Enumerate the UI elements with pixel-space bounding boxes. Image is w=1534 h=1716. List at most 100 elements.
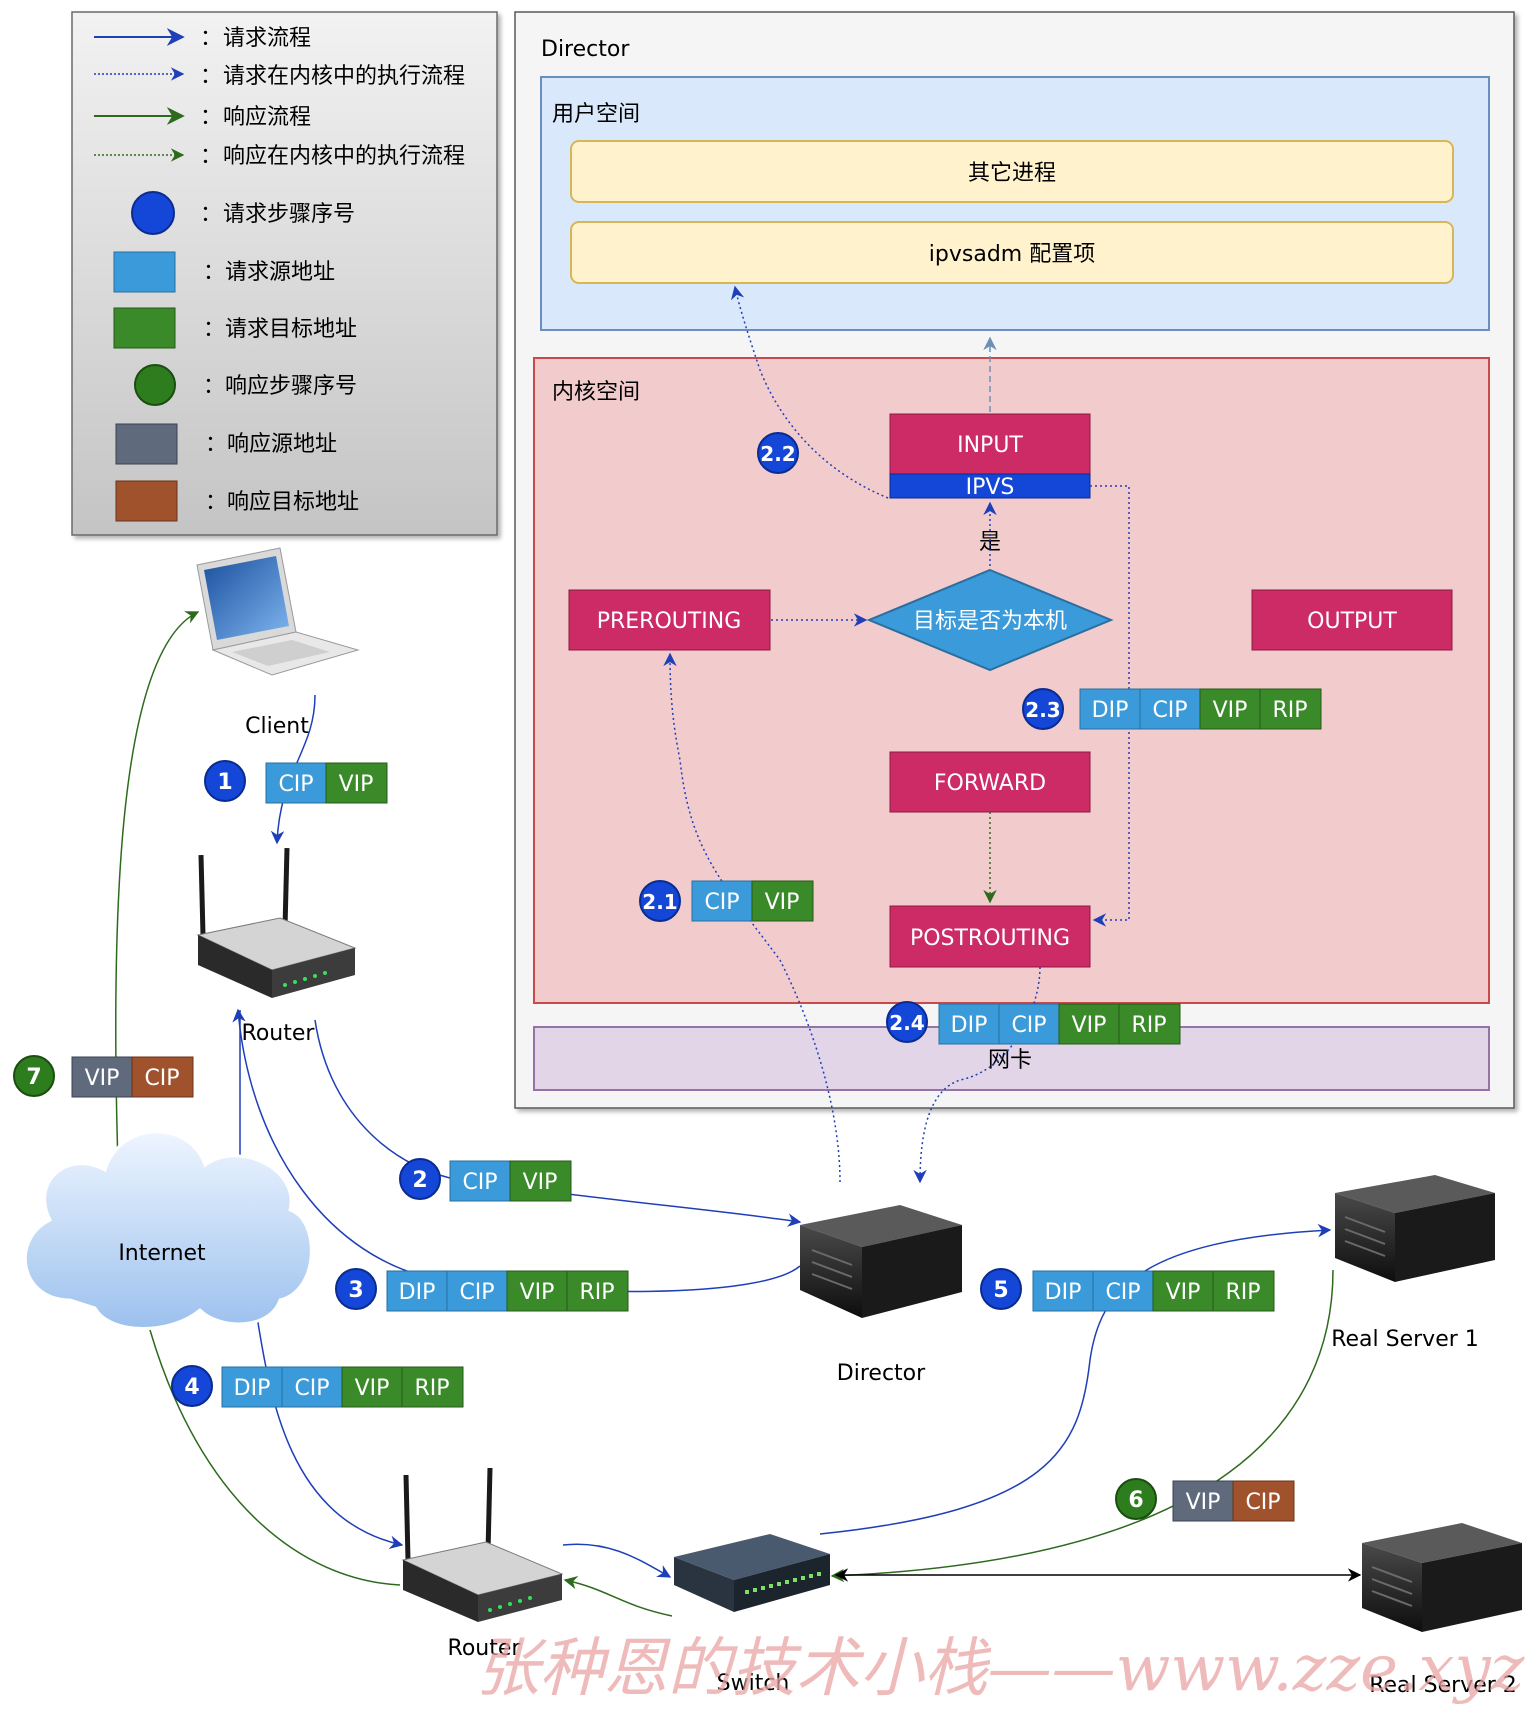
user-space-label: 用户空间 <box>552 102 640 127</box>
flow-internet-to-client <box>114 611 200 1166</box>
decision-label: 目标是否为本机 <box>913 609 1067 634</box>
addr-cip: CIP <box>1245 1490 1280 1515</box>
ipvs-hook-label: IPVS <box>966 475 1015 500</box>
addr-rip: RIP <box>414 1376 449 1401</box>
other-process-label: 其它进程 <box>968 161 1056 186</box>
legend-response-step-icon <box>134 364 176 406</box>
packet-step-1: CIP VIP <box>265 762 388 804</box>
router-label: Router <box>242 1021 316 1046</box>
legend-colon: ： <box>203 260 225 285</box>
addr-cip: CIP <box>462 1170 497 1195</box>
addr-cip: CIP <box>459 1280 494 1305</box>
other-process-box <box>570 140 1454 203</box>
legend-request-flow-label: 请求流程 <box>223 26 311 51</box>
postrouting-chain-label: POSTROUTING <box>910 926 1070 951</box>
legend-response-dest-label: 响应目标地址 <box>227 490 359 515</box>
director-internals: Director 用户空间 其它进程 ipvsadm 配置项 内核空间 网卡 I… <box>514 11 1515 1109</box>
legend-request-kernel-label: 请求在内核中的执行流程 <box>223 64 465 89</box>
flow-rs1-to-switch <box>830 1269 1334 1583</box>
addr-cip: CIP <box>1105 1280 1140 1305</box>
legend-response-flow-label: 响应流程 <box>223 105 311 130</box>
step-2-4-badge <box>886 1001 928 1043</box>
client-label: Client <box>245 714 309 739</box>
forward-chain-label: FORWARD <box>934 771 1046 796</box>
legend-colon: ： <box>205 490 227 515</box>
packet-step-2: CIP VIP <box>449 1160 572 1202</box>
packet-step-7: VIP CIP <box>71 1056 194 1098</box>
step-2-3-badge <box>1022 688 1064 730</box>
addr-vip: VIP <box>1072 1013 1107 1038</box>
addr-vip: VIP <box>1213 698 1248 723</box>
packet-step-2-3: DIP CIP VIP RIP <box>1079 688 1322 730</box>
addr-vip: VIP <box>339 772 374 797</box>
client-laptop-icon <box>196 547 360 676</box>
step-2-1-badge <box>639 880 681 922</box>
legend-response-source-label: 响应源地址 <box>227 432 337 457</box>
local-destination-decision <box>866 568 1114 672</box>
flow-switch-to-rs1 <box>819 1223 1332 1535</box>
legend-colon: ： <box>200 144 222 169</box>
step-3-badge <box>335 1268 377 1310</box>
flow-router2-to-switch <box>562 1543 672 1578</box>
switch-icon <box>674 1534 830 1612</box>
addr-cip: CIP <box>1152 698 1187 723</box>
addr-rip: RIP <box>1272 698 1307 723</box>
addr-cip: CIP <box>294 1376 329 1401</box>
step-6-badge <box>1115 1478 1157 1520</box>
addr-cip: CIP <box>144 1066 179 1091</box>
nic-label: 网卡 <box>988 1048 1032 1073</box>
addr-vip: VIP <box>1166 1280 1201 1305</box>
addr-cip: CIP <box>704 890 739 915</box>
step-6-label: 6 <box>1128 1488 1143 1513</box>
legend-request-step-icon <box>131 191 175 235</box>
step-1-label: 1 <box>217 770 232 795</box>
router-2-icon <box>401 1467 564 1622</box>
director-box-title: Director <box>541 37 630 62</box>
addr-vip: VIP <box>520 1280 555 1305</box>
step-2-2-label: 2.2 <box>760 442 795 466</box>
forward-chain <box>889 751 1091 813</box>
step-2-badge <box>399 1158 441 1200</box>
addr-rip: RIP <box>1225 1280 1260 1305</box>
addr-cip: CIP <box>278 772 313 797</box>
real-server-1-icon <box>1335 1175 1495 1282</box>
flow-switch-to-router2 <box>563 1576 673 1617</box>
packet-step-2-4: DIP CIP VIP RIP <box>938 1003 1181 1045</box>
legend-request-dest-swatch <box>113 307 176 349</box>
internet-label: Internet <box>118 1241 206 1266</box>
addr-vip: VIP <box>1186 1490 1221 1515</box>
director-server-icon <box>800 1205 962 1318</box>
addr-dip: DIP <box>234 1376 271 1401</box>
user-space-region <box>540 76 1490 331</box>
step-2-2-badge <box>757 432 799 474</box>
packet-step-3: DIP CIP VIP RIP <box>386 1270 629 1312</box>
ipvsadm-config-box <box>570 221 1454 284</box>
kernel-space-label: 内核空间 <box>552 380 640 405</box>
legend-colon: ： <box>200 105 222 130</box>
output-chain <box>1251 589 1453 651</box>
step-4-label: 4 <box>184 1375 199 1400</box>
packet-step-6: VIP CIP <box>1172 1480 1295 1522</box>
ipvs-hook <box>889 473 1091 499</box>
legend-colon: ： <box>200 26 222 51</box>
legend-response-source-swatch <box>115 423 178 465</box>
switch-label: Switch <box>717 1671 790 1696</box>
router-2-label: Router <box>448 1636 522 1661</box>
legend-panel: ： 请求流程 ： 请求在内核中的执行流程 ： 响应流程 ： 响应在内核中的执行流… <box>71 11 498 536</box>
router-icon <box>196 847 357 998</box>
addr-dip: DIP <box>1045 1280 1082 1305</box>
legend-colon: ： <box>203 374 225 399</box>
step-7-badge <box>13 1055 55 1097</box>
flow-client-to-router <box>270 694 316 845</box>
real-server-2-icon <box>1362 1523 1522 1632</box>
addr-vip: VIP <box>523 1170 558 1195</box>
real-server-2-label: Real Server 2 <box>1369 1673 1517 1698</box>
legend-response-dest-swatch <box>115 480 178 522</box>
addr-cip: CIP <box>1011 1013 1046 1038</box>
flow-internet-to-router2 <box>255 1309 404 1549</box>
legend-colon: ： <box>203 317 225 342</box>
prerouting-chain <box>568 589 771 651</box>
addr-dip: DIP <box>1092 698 1129 723</box>
packet-step-4: DIP CIP VIP RIP <box>221 1366 464 1408</box>
